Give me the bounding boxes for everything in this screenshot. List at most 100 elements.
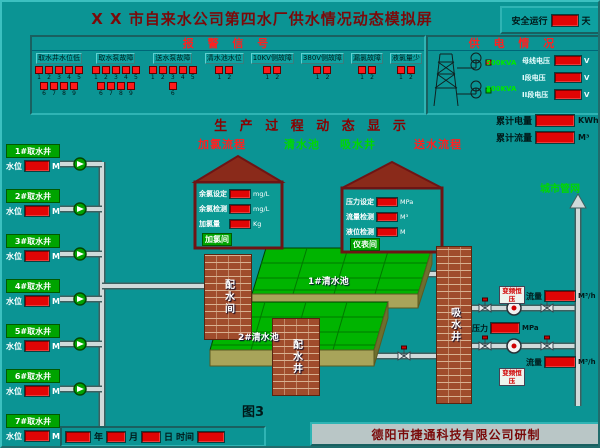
date-field-label: 时间 [176, 433, 195, 443]
chlorine-house-roof [191, 154, 286, 183]
alarm-lamp-indicator [406, 66, 415, 74]
alarm-lamp-number: 9 [129, 90, 133, 97]
alarm-lamp-cell: 1 [35, 66, 44, 81]
pressure-meter: 压力 MPa [472, 322, 539, 334]
pool-1-label: 1#清水池 [308, 277, 349, 287]
valve-handle [482, 297, 488, 302]
process-stage-label: 加氯流程 [198, 138, 246, 151]
reading-label: 液位检测 [346, 227, 374, 236]
alarm-lamp-indicator [55, 66, 63, 74]
alarm-lamp-number: 1 [265, 74, 270, 81]
alarm-lamp-number: 1 [360, 74, 364, 81]
alarm-lamp-number: 1 [94, 74, 98, 81]
delivery-pump-hub [511, 305, 517, 311]
alarm-lamp-cell: 2 [367, 66, 376, 81]
alarm-lamp-number: 2 [160, 74, 165, 81]
line-el [250, 301, 266, 351]
alarm-lamp-indicator [168, 66, 177, 74]
reading-unit: M [400, 227, 406, 236]
alarm-lamp-cell: 9 [126, 82, 135, 97]
alarm-lamp-number: 9 [72, 90, 76, 97]
line-el [333, 247, 349, 295]
process-stage-label: 吸水井 [340, 138, 376, 151]
flow-2-label: 流量 [526, 357, 542, 367]
date-led [65, 430, 91, 443]
alarm-lamp-cell: 1 [215, 66, 224, 81]
datetime-panel: 年月日时间 [60, 426, 266, 446]
process-title: 生 产 过 程 动 态 显 示 [214, 119, 410, 134]
circle-el [470, 59, 482, 71]
date-led [141, 430, 162, 443]
alarm-lamp-indicator [75, 66, 83, 74]
alarm-lamp-indicator [131, 66, 140, 74]
alarm-lamp-number: 3 [114, 74, 118, 81]
power-readout-led [554, 89, 582, 100]
alarm-lamp-cell: 1 [263, 66, 272, 81]
alarm-lamp-cell: 2 [101, 66, 110, 81]
alarm-lamp-number: 2 [104, 74, 108, 81]
total-led [535, 131, 576, 144]
pressure-led [490, 322, 520, 334]
alarm-lamp-indicator [96, 82, 105, 90]
alarm-lamp-number: 1 [37, 74, 41, 81]
line-el [332, 301, 348, 351]
alarm-lamp-indicator [45, 66, 53, 74]
alarm-group-label: 液氯量少 [389, 53, 422, 64]
alarm-lamp-cell: 5 [188, 66, 197, 81]
reading-label: 余氯设定 [199, 189, 227, 198]
alarm-lamp-indicator [91, 66, 100, 74]
alarm-group-label: 380V侧故障 [300, 53, 345, 64]
flow-meter-2: 流量 M³/h [526, 356, 596, 368]
suction-well-label: 吸水井 [448, 307, 460, 343]
alarm-lamp-number: 5 [190, 74, 195, 81]
distribution-house: 配水间 [204, 254, 252, 340]
alarm-lamp-indicator [225, 66, 234, 74]
city-network-label: 城市管网 [540, 184, 580, 195]
alarm-lamp-number: 4 [180, 74, 185, 81]
alarm-lamp-cell: 1 [148, 66, 157, 81]
alarm-lamp-indicator [106, 82, 115, 90]
vfd-status-1: 变频恒压 [499, 286, 525, 304]
alarm-group-label: 漏氯故障 [350, 53, 383, 64]
pool-2-side [373, 301, 389, 367]
alarm-lamp-indicator [121, 66, 130, 74]
reading-label: 余氯检测 [199, 204, 227, 213]
alarm-lamp-number: 5 [134, 74, 138, 81]
date-field-label: 年 [94, 433, 104, 443]
transmission-tower-icon [433, 53, 459, 107]
city-flow-arrow [569, 192, 587, 209]
well-pump-arrow [77, 386, 84, 392]
alarm-lamp-number: 2 [325, 74, 330, 81]
meter-house-nameplate: 仪表间 [350, 238, 380, 251]
alarm-panel-title: 报 警 信 号 [32, 37, 424, 51]
alarm-lamp-number: 6 [42, 90, 46, 97]
valve-handle [544, 335, 550, 340]
alarm-lamp-cell: 3 [111, 66, 120, 81]
alarm-lamp-number: 2 [408, 74, 413, 81]
alarm-lamp-indicator [65, 66, 73, 74]
well-pump-arrow [77, 341, 84, 347]
alarm-lamp-cell: 5 [131, 66, 140, 81]
valve-icon [546, 341, 554, 351]
flow-2-led [544, 356, 576, 368]
alarm-lamp-indicator [70, 82, 78, 90]
alarm-lamp-indicator [101, 66, 110, 74]
alarm-lamp-indicator [367, 66, 376, 74]
alarm-lamp-indicator [263, 66, 272, 74]
valve-icon [403, 351, 411, 361]
